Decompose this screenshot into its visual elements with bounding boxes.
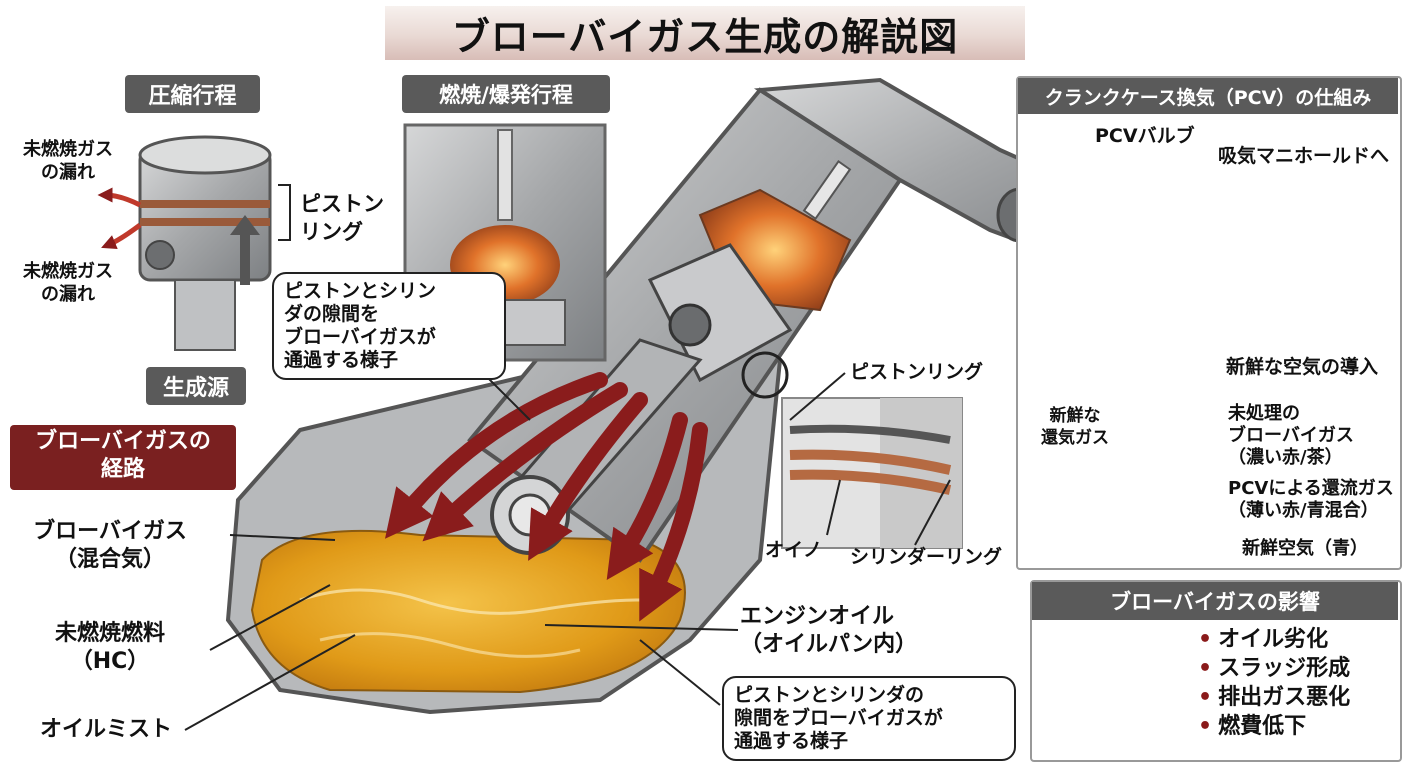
pcv-panel xyxy=(1016,76,1402,570)
gap-callout-top: ピストンとシリン ダの隙間を ブローバイガスが 通過する様子 xyxy=(272,272,506,380)
pcv-valve-label: PCVバルブ xyxy=(1095,125,1195,147)
ring-detail-inset xyxy=(741,351,963,549)
ring-detail-piston-ring: ピストンリング xyxy=(850,361,984,383)
source-label: 生成源 xyxy=(146,367,246,405)
blowby-flow-arrows xyxy=(385,372,708,622)
effects-heading: ブローバイガスの影響 xyxy=(1032,582,1398,620)
pcv-to-intake-label: 吸気マニホールドへ xyxy=(1218,145,1390,167)
compression-piston xyxy=(97,135,291,351)
pcv-heading: クランクケース換気（PCV）の仕組み xyxy=(1018,78,1398,114)
ring-detail-cylinder-ring: シリンダーリング xyxy=(850,546,1003,568)
piston-ring-label: ピストン リング xyxy=(300,192,384,244)
pcv-fresh-gas-label: 新鮮な 還気ガス xyxy=(1041,406,1109,448)
effect-item: •排出ガス悪化 xyxy=(1198,685,1351,710)
engine-oil-label: エンジンオイル （オイルパン内） xyxy=(740,604,918,657)
pcv-fresh-air-blue-label: 新鮮空気（青） xyxy=(1242,538,1368,559)
leak-bottom-label: 未燃焼ガス の漏れ xyxy=(23,261,113,305)
blowby-mix-label: ブローバイガス （混合気） xyxy=(33,519,187,572)
effect-item: •オイル劣化 xyxy=(1198,627,1329,652)
pcv-recirc-label: PCVによる還流ガス （薄い赤/青混合） xyxy=(1228,478,1394,521)
effect-item: •燃費低下 xyxy=(1198,714,1307,739)
effect-item: •スラッジ形成 xyxy=(1198,656,1351,681)
page-title: ブローバイガス生成の解説図 xyxy=(385,6,1025,60)
oil-mist-label: オイルミスト xyxy=(40,717,173,742)
combustion-stroke-heading: 燃焼/爆発行程 xyxy=(402,75,610,113)
gap-callout-bottom: ピストンとシリンダの 隙間をブローバイガスが 通過する様子 xyxy=(722,676,1016,761)
effects-list: •オイル劣化 •スラッジ形成 •排出ガス悪化 •燃費低下 xyxy=(1198,625,1350,741)
leak-top-label: 未燃焼ガス の漏れ xyxy=(23,139,113,183)
blowby-route-tag: ブローバイガスの 経路 xyxy=(10,425,236,490)
compression-stroke-heading: 圧縮行程 xyxy=(125,75,260,113)
piston xyxy=(647,243,793,383)
pcv-untreated-label: 未処理の ブローバイガス （濃い赤/茶） xyxy=(1228,403,1354,468)
unburned-fuel-label: 未燃焼燃料 （HC） xyxy=(54,621,165,674)
pcv-fresh-air-in-label: 新鮮な空気の導入 xyxy=(1226,356,1379,378)
ring-detail-oil-ring: オイノ xyxy=(765,539,823,561)
